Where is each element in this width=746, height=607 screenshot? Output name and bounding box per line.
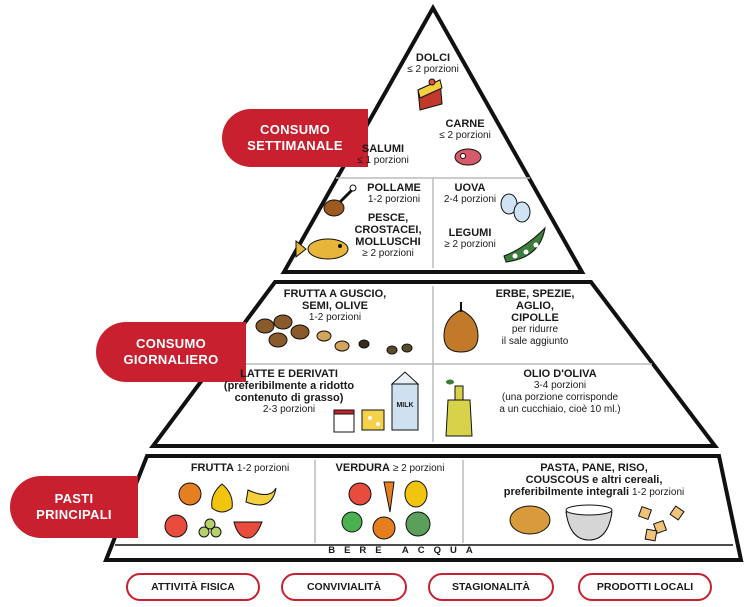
- item-erbe-note-1: per ridurre: [511, 324, 559, 335]
- item-pasta-name-1: PASTA, PANE, RISO,: [540, 462, 648, 474]
- item-olio-note-2: a un cucchiaio, cioè 10 ml.): [499, 404, 621, 415]
- item-pollame-portion: 1-2 porzioni: [367, 194, 421, 205]
- item-carne-portion: ≤ 2 porzioni: [439, 130, 491, 141]
- milk-carton-icon: [390, 371, 420, 431]
- item-pasta-name-4: preferibilmente integrali: [503, 486, 630, 498]
- banner-meals-line1: PASTI: [54, 491, 94, 506]
- item-pollame: POLLAME 1-2 porzioni: [356, 182, 432, 206]
- water-label: BERE ACQUA: [328, 545, 482, 556]
- item-legumi: LEGUMI ≥ 2 porzioni: [432, 227, 508, 251]
- item-erbe-note-2: il sale aggiunto: [501, 336, 569, 347]
- item-pollame-name: POLLAME: [367, 182, 421, 194]
- grains-icon: [509, 504, 685, 542]
- item-pasta: PASTA, PANE, RISO, COUSCOUS e altri cere…: [470, 462, 718, 499]
- item-olio: OLIO D'OLIVA 3-4 porzioni (una porzione …: [470, 368, 650, 416]
- item-erbe-name-2: AGLIO,: [516, 300, 554, 312]
- item-pasta-portion: 1-2 porzioni: [631, 487, 685, 498]
- item-frutta-guscio: FRUTTA A GUSCIO, SEMI, OLIVE 1-2 porzion…: [275, 288, 395, 324]
- item-erbe: ERBE, SPEZIE, AGLIO, CIPOLLE per ridurre…: [480, 288, 590, 348]
- onion-icon: [443, 302, 479, 353]
- item-pesce-name-2: CROSTACEI,: [354, 224, 422, 236]
- item-verdura: VERDURA ≥ 2 porzioni: [318, 462, 462, 475]
- item-dolci-name: DOLCI: [415, 52, 451, 64]
- milk-label: MILK: [394, 400, 416, 412]
- item-carne: CARNE ≤ 2 porzioni: [420, 118, 510, 142]
- item-erbe-name-3: CIPOLLE: [511, 312, 559, 324]
- item-pesce-name-3: MOLLUSCHI: [355, 236, 421, 248]
- item-pasta-name-2: COUSCOUS: [525, 474, 590, 486]
- banner-weekly-line1: CONSUMO: [260, 122, 330, 137]
- item-frutta-portion: 1-2 porzioni: [236, 463, 290, 474]
- item-pasta-name-3: e altri cereali,: [592, 474, 663, 486]
- nuts-icon: [255, 314, 413, 355]
- item-uova: UOVA 2-4 porzioni: [432, 182, 508, 206]
- item-latte-name: LATTE E DERIVATI: [240, 368, 338, 380]
- meat-icon: [454, 148, 482, 166]
- item-frutta-guscio-name-1: FRUTTA A GUSCIO,: [283, 288, 387, 300]
- item-frutta-name: FRUTTA: [190, 462, 234, 474]
- item-pesce-portion: ≥ 2 porzioni: [362, 248, 414, 259]
- item-olio-portion: 3-4 porzioni: [533, 380, 587, 391]
- item-erbe-name-1: ERBE, SPEZIE,: [495, 288, 575, 300]
- item-salumi-name: SALUMI: [361, 143, 405, 155]
- item-legumi-portion: ≥ 2 porzioni: [444, 239, 496, 250]
- banner-daily-line1: CONSUMO: [136, 336, 206, 351]
- item-dolci-portion: ≤ 2 porzioni: [407, 64, 459, 75]
- item-pesce: PESCE, CROSTACEI, MOLLUSCHI ≥ 2 porzioni: [344, 212, 432, 260]
- item-latte-portion: 2-3 porzioni: [262, 404, 316, 415]
- banner-daily-line2: GIORNALIERO: [123, 352, 219, 367]
- milk-label-text: MILK: [396, 402, 414, 409]
- item-salumi-portion: ≤ 1 porzioni: [357, 155, 409, 166]
- item-uova-name: UOVA: [454, 182, 486, 194]
- item-uova-portion: 2-4 porzioni: [443, 194, 497, 205]
- banner-meals-line2: PRINCIPALI: [36, 507, 112, 522]
- item-frutta: FRUTTA 1-2 porzioni: [170, 462, 310, 475]
- pill-convivialita: CONVIVIALITÀ: [281, 573, 407, 601]
- pill-prodotti-locali: PRODOTTI LOCALI: [578, 573, 712, 601]
- item-latte-note-2: contenuto di grasso): [234, 392, 344, 404]
- item-olio-name: OLIO D'OLIVA: [523, 368, 597, 380]
- item-salumi: SALUMI ≤ 1 porzioni: [338, 143, 428, 167]
- pill-stagionalita: STAGIONALITÀ: [428, 573, 554, 601]
- fruit-icon: [164, 482, 277, 539]
- fish-icon: [295, 238, 349, 260]
- item-latte-note-1: (preferibilmente a ridotto: [223, 380, 355, 392]
- item-latte: LATTE E DERIVATI (preferibilmente a rido…: [210, 368, 368, 416]
- yogurt-icon: [333, 409, 355, 433]
- item-verdura-portion: ≥ 2 porzioni: [392, 463, 445, 474]
- olive-oil-icon: [445, 379, 473, 437]
- item-pesce-name-1: PESCE,: [367, 212, 409, 224]
- item-carne-name: CARNE: [445, 118, 485, 130]
- banner-meals: PASTI PRINCIPALI: [10, 476, 138, 538]
- legumes-icon: [503, 226, 546, 263]
- cheese-icon: [361, 409, 385, 431]
- banner-daily: CONSUMO GIORNALIERO: [96, 322, 246, 382]
- pill-attivita-fisica: ATTIVITÀ FISICA: [126, 573, 260, 601]
- chicken-leg-icon: [323, 184, 357, 217]
- item-frutta-guscio-portion: 1-2 porzioni: [308, 312, 362, 323]
- banner-weekly: CONSUMO SETTIMANALE: [222, 109, 368, 167]
- item-olio-note-1: (una porzione corrisponde: [501, 392, 619, 403]
- banner-weekly-line2: SETTIMANALE: [247, 138, 343, 153]
- item-dolci: DOLCI ≤ 2 porzioni: [383, 52, 483, 76]
- item-verdura-name: VERDURA: [335, 462, 390, 474]
- vegetables-icon: [341, 480, 431, 540]
- item-frutta-guscio-name-2: SEMI, OLIVE: [301, 300, 368, 312]
- item-legumi-name: LEGUMI: [448, 227, 492, 239]
- eggs-icon: [500, 193, 531, 223]
- cake-icon: [417, 78, 443, 111]
